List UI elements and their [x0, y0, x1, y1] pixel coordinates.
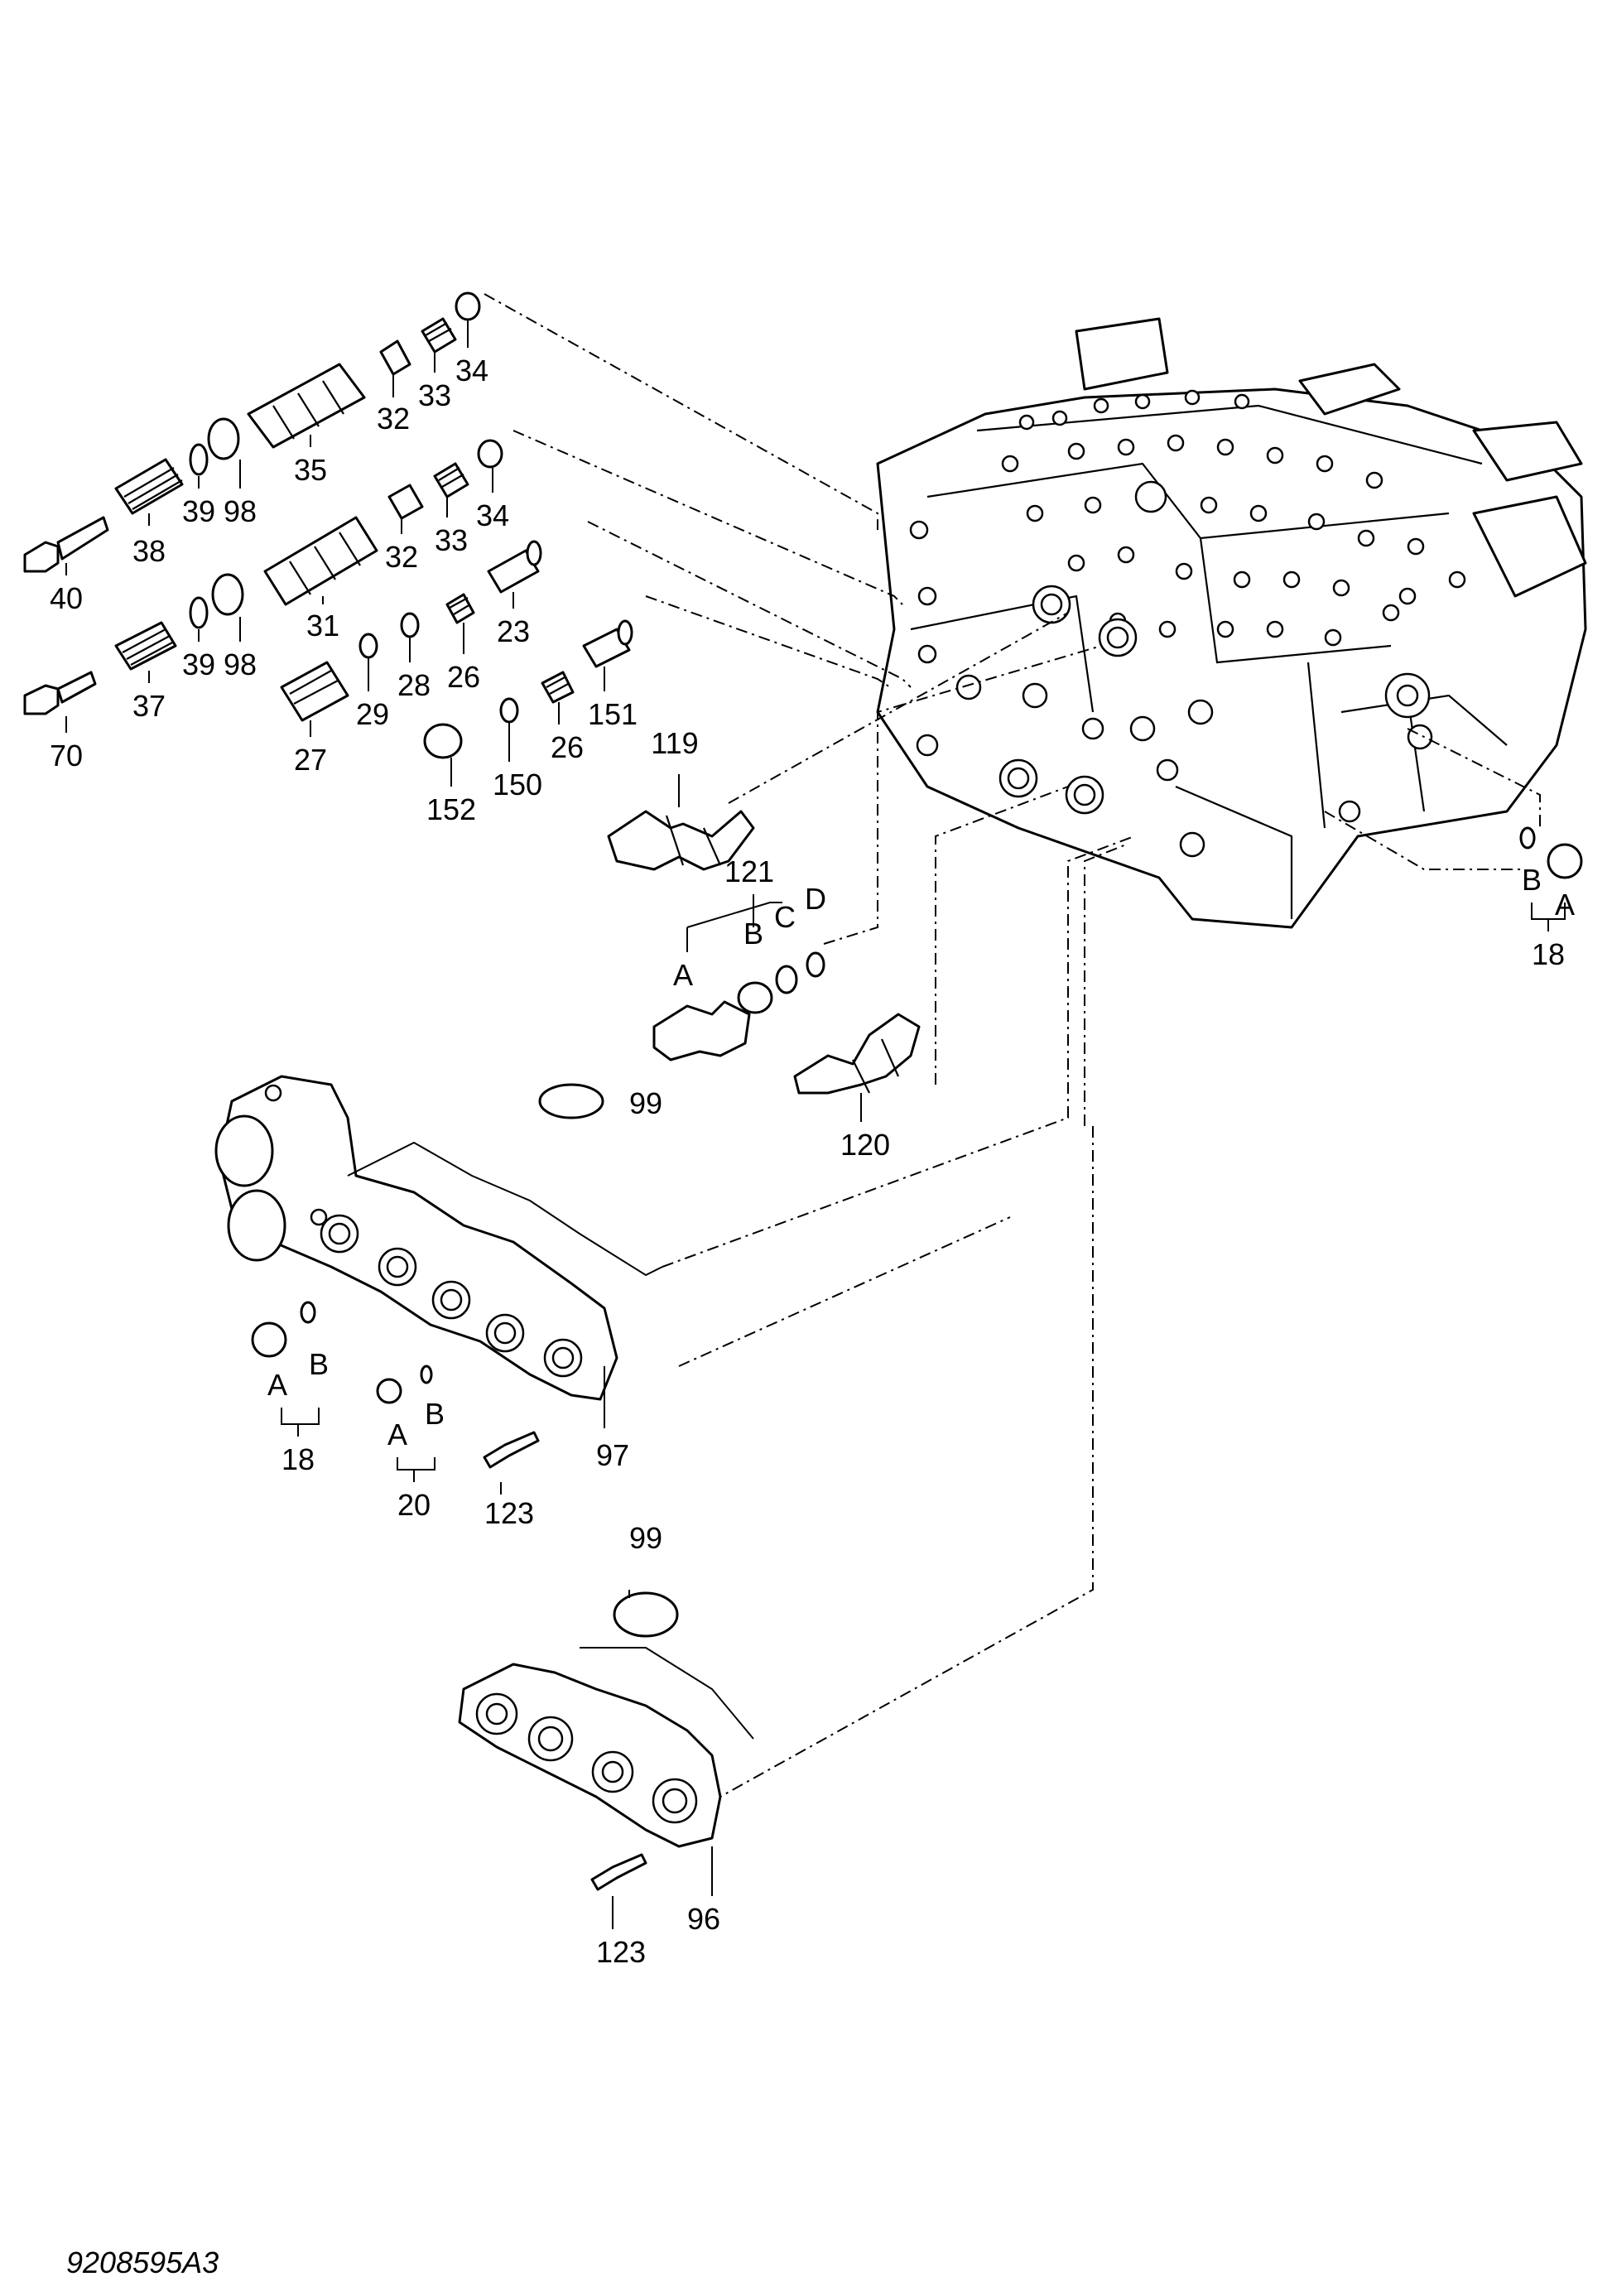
label-150: 150	[493, 768, 542, 801]
label-121-b: B	[743, 917, 763, 951]
label-27: 27	[294, 743, 327, 777]
label-121: 121	[724, 854, 774, 888]
relief-valve-120	[793, 1013, 921, 1095]
label-34: 34	[455, 354, 488, 387]
label-32: 32	[385, 540, 418, 574]
label-31: 31	[306, 609, 339, 643]
control-valve-body	[876, 317, 1587, 929]
label-151: 151	[588, 697, 638, 731]
label-18-left: 18	[281, 1442, 315, 1476]
label-18-right: 18	[1532, 937, 1565, 971]
plug-18-right	[1519, 826, 1583, 879]
label-18-left-b: B	[309, 1347, 329, 1381]
label-96: 96	[687, 1902, 720, 1936]
plug-20	[376, 1365, 433, 1404]
label-18-right-b: B	[1522, 863, 1542, 897]
label-34: 34	[476, 498, 509, 532]
label-37: 37	[132, 689, 166, 723]
label-121-a: A	[673, 958, 693, 992]
assembly-guide-lines	[484, 293, 1541, 1798]
label-28: 28	[397, 668, 431, 702]
label-121-d: D	[805, 882, 826, 916]
part-number-labels: 40 38 39 98 35 32 33 34 70 37 39 98 31 3…	[50, 354, 1575, 1969]
label-33: 33	[418, 378, 451, 412]
label-18-left-a: A	[267, 1368, 287, 1402]
label-99: 99	[629, 1086, 662, 1120]
label-20-b: B	[425, 1397, 445, 1431]
label-23: 23	[497, 614, 530, 648]
label-99: 99	[629, 1521, 662, 1555]
label-98: 98	[224, 494, 257, 528]
label-70: 70	[50, 739, 83, 773]
spool-group-upper	[23, 291, 481, 573]
label-98: 98	[224, 647, 257, 681]
label-26: 26	[447, 660, 480, 694]
bolt-123-lower	[590, 1853, 647, 1891]
spool-group-lower	[280, 540, 633, 759]
label-29: 29	[356, 697, 389, 731]
label-39: 39	[182, 647, 215, 681]
cover-97	[214, 1075, 663, 1401]
label-20: 20	[397, 1488, 431, 1522]
label-35: 35	[294, 453, 327, 487]
label-152: 152	[426, 792, 476, 826]
label-120: 120	[840, 1128, 890, 1162]
drawing-code: 9208595A3	[66, 2245, 219, 2279]
label-97: 97	[596, 1438, 629, 1472]
label-20-a: A	[387, 1418, 407, 1451]
plug-18-left	[251, 1301, 316, 1358]
label-119: 119	[651, 726, 698, 760]
label-26: 26	[551, 730, 584, 764]
relief-valve-121	[652, 951, 825, 1061]
label-121-c: C	[774, 900, 796, 934]
label-33: 33	[435, 523, 468, 557]
label-40: 40	[50, 581, 83, 615]
cover-96	[458, 1591, 754, 1848]
bolt-123-upper	[483, 1431, 540, 1469]
relief-valve-119	[607, 810, 755, 871]
label-123: 123	[484, 1496, 534, 1530]
spool-group-middle	[23, 439, 503, 715]
callout-leaders	[65, 319, 1566, 1929]
label-32: 32	[377, 402, 410, 436]
label-18-right-a: A	[1555, 888, 1575, 922]
label-39: 39	[182, 494, 215, 528]
label-38: 38	[132, 534, 166, 568]
label-123: 123	[596, 1935, 646, 1969]
